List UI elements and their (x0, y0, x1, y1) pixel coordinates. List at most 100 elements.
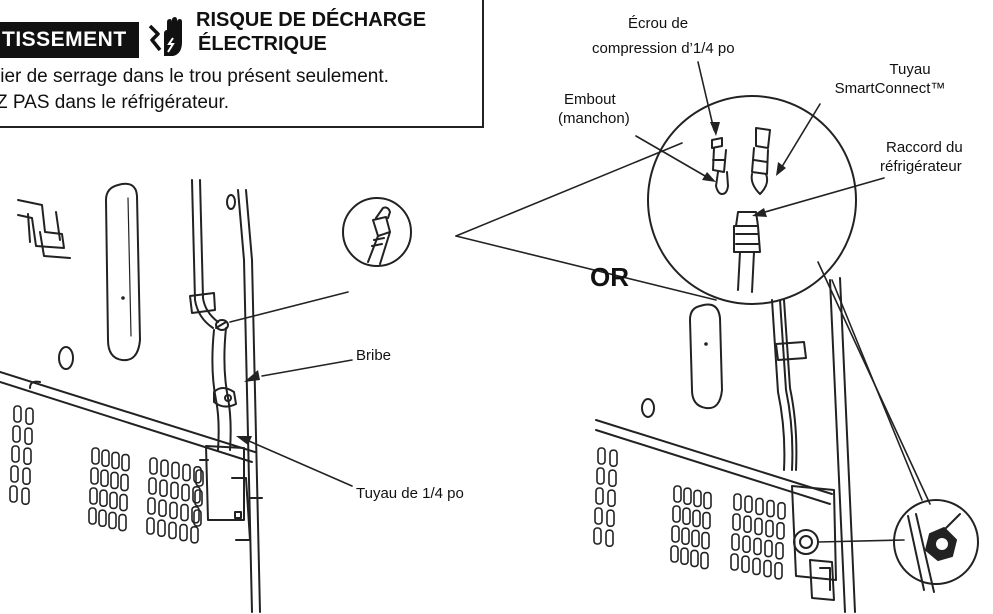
vent-slot (731, 533, 740, 551)
leader-arrowheads (236, 122, 786, 445)
warning-box: TISSEMENT RISQUE DE DÉCHARGE ÉLECTRIQUE … (0, 0, 484, 128)
ferrule-label-line-1: Embout (564, 91, 616, 108)
vent-slot (101, 449, 110, 468)
vent-slot (670, 545, 679, 563)
refrigerator-fitting-label-line-2: réfrigérateur (880, 158, 962, 175)
vent-slot (12, 425, 21, 443)
vent-slot (121, 453, 130, 472)
vent-slot (10, 465, 19, 483)
vent-slot (672, 505, 681, 523)
vent-slot (594, 507, 603, 525)
ferrule-label: Embout (manchon) (558, 90, 630, 128)
vent-slot (98, 509, 107, 528)
left-fitting-magnifier (229, 197, 412, 323)
vent-slot (24, 427, 33, 446)
vent-slot (109, 491, 118, 510)
vent-slot (100, 469, 109, 488)
vent-slot (91, 447, 100, 465)
vent-slot (693, 489, 702, 508)
warning-title: RISQUE DE DÉCHARGE ÉLECTRIQUE (196, 8, 426, 56)
vent-slot (147, 497, 156, 515)
vent-slot (681, 527, 690, 546)
vent-slot (89, 487, 98, 505)
vent-slot (690, 549, 699, 568)
vent-slot (192, 485, 201, 504)
vent-slot (732, 513, 741, 531)
vent-slot (180, 503, 189, 522)
vent-slot (764, 539, 773, 558)
vent-slot (182, 463, 191, 482)
or-label: OR (590, 262, 629, 292)
vent-slot (682, 507, 691, 526)
vent-slot (609, 449, 618, 468)
vent-slot (146, 517, 155, 535)
vent-slot (118, 513, 127, 532)
vent-slot (606, 509, 615, 528)
vent-slot (703, 491, 712, 510)
vent-slot (179, 523, 188, 542)
fitting-options-magnifier (455, 95, 857, 305)
bottom-right-fitting-magnifier (893, 499, 979, 593)
vent-slot (607, 489, 616, 508)
vent-slot (766, 499, 775, 518)
vent-slot (159, 479, 168, 498)
vent-slot (193, 465, 202, 484)
vent-slot (25, 407, 34, 426)
vent-slot (608, 469, 617, 488)
vent-slot (22, 467, 31, 486)
vent-slot (673, 485, 682, 503)
vent-slot (765, 519, 774, 538)
vent-slot (754, 517, 763, 536)
warning-text-line-1: lier de serrage dans le trou présent seu… (0, 66, 389, 87)
vent-slot (195, 469, 204, 487)
vent-slot (194, 489, 203, 507)
vent-slot (753, 537, 762, 556)
vent-slot (21, 487, 30, 506)
vent-slot (774, 561, 783, 580)
vent-slot (680, 547, 689, 566)
vent-slot (776, 521, 785, 540)
vent-slot (190, 525, 199, 544)
refrigerator-fitting-label: Raccord du réfrigérateur (880, 138, 963, 176)
vent-slot (160, 459, 169, 478)
vent-slot (158, 499, 167, 518)
vent-slot (119, 493, 128, 512)
left-vent-grid (9, 405, 204, 544)
vent-slot (730, 553, 739, 571)
vent-slot (775, 541, 784, 560)
vent-slot (691, 529, 700, 548)
vent-slot (752, 557, 761, 576)
right-vent-grid (593, 447, 786, 580)
vent-slot (149, 457, 158, 475)
label-leaders (241, 61, 885, 487)
vent-slot (744, 495, 753, 514)
vent-slot (169, 501, 178, 520)
vent-slot (110, 471, 119, 490)
vent-slot (596, 467, 605, 485)
vent-slot (701, 531, 710, 550)
warning-title-line-1: RISQUE DE DÉCHARGE (196, 9, 427, 31)
vent-slot (763, 559, 772, 578)
vent-slot (90, 467, 99, 485)
right-refrigerator-back (595, 261, 931, 613)
vent-slot (755, 497, 764, 516)
vent-slot (193, 509, 202, 527)
compression-nut-label-line-2: compression d’1/4 po (592, 40, 735, 57)
vent-slot (111, 451, 120, 470)
vent-slot (700, 551, 709, 570)
vent-slot (11, 445, 20, 463)
vent-slot (671, 525, 680, 543)
vent-slot (683, 487, 692, 506)
refrigerator-fitting-label-line-1: Raccord du (886, 139, 963, 156)
vent-slot (168, 521, 177, 540)
vent-slot (733, 493, 742, 511)
warning-tag: TISSEMENT (0, 22, 139, 58)
smartconnect-tube-label: Tuyau SmartConnect™ (810, 60, 970, 98)
vent-slot (741, 555, 750, 574)
vent-slot (170, 481, 179, 500)
warning-title-line-2: ÉLECTRIQUE (198, 33, 327, 55)
vent-slot (88, 507, 97, 525)
vent-slot (148, 477, 157, 495)
vent-slot (595, 487, 604, 505)
